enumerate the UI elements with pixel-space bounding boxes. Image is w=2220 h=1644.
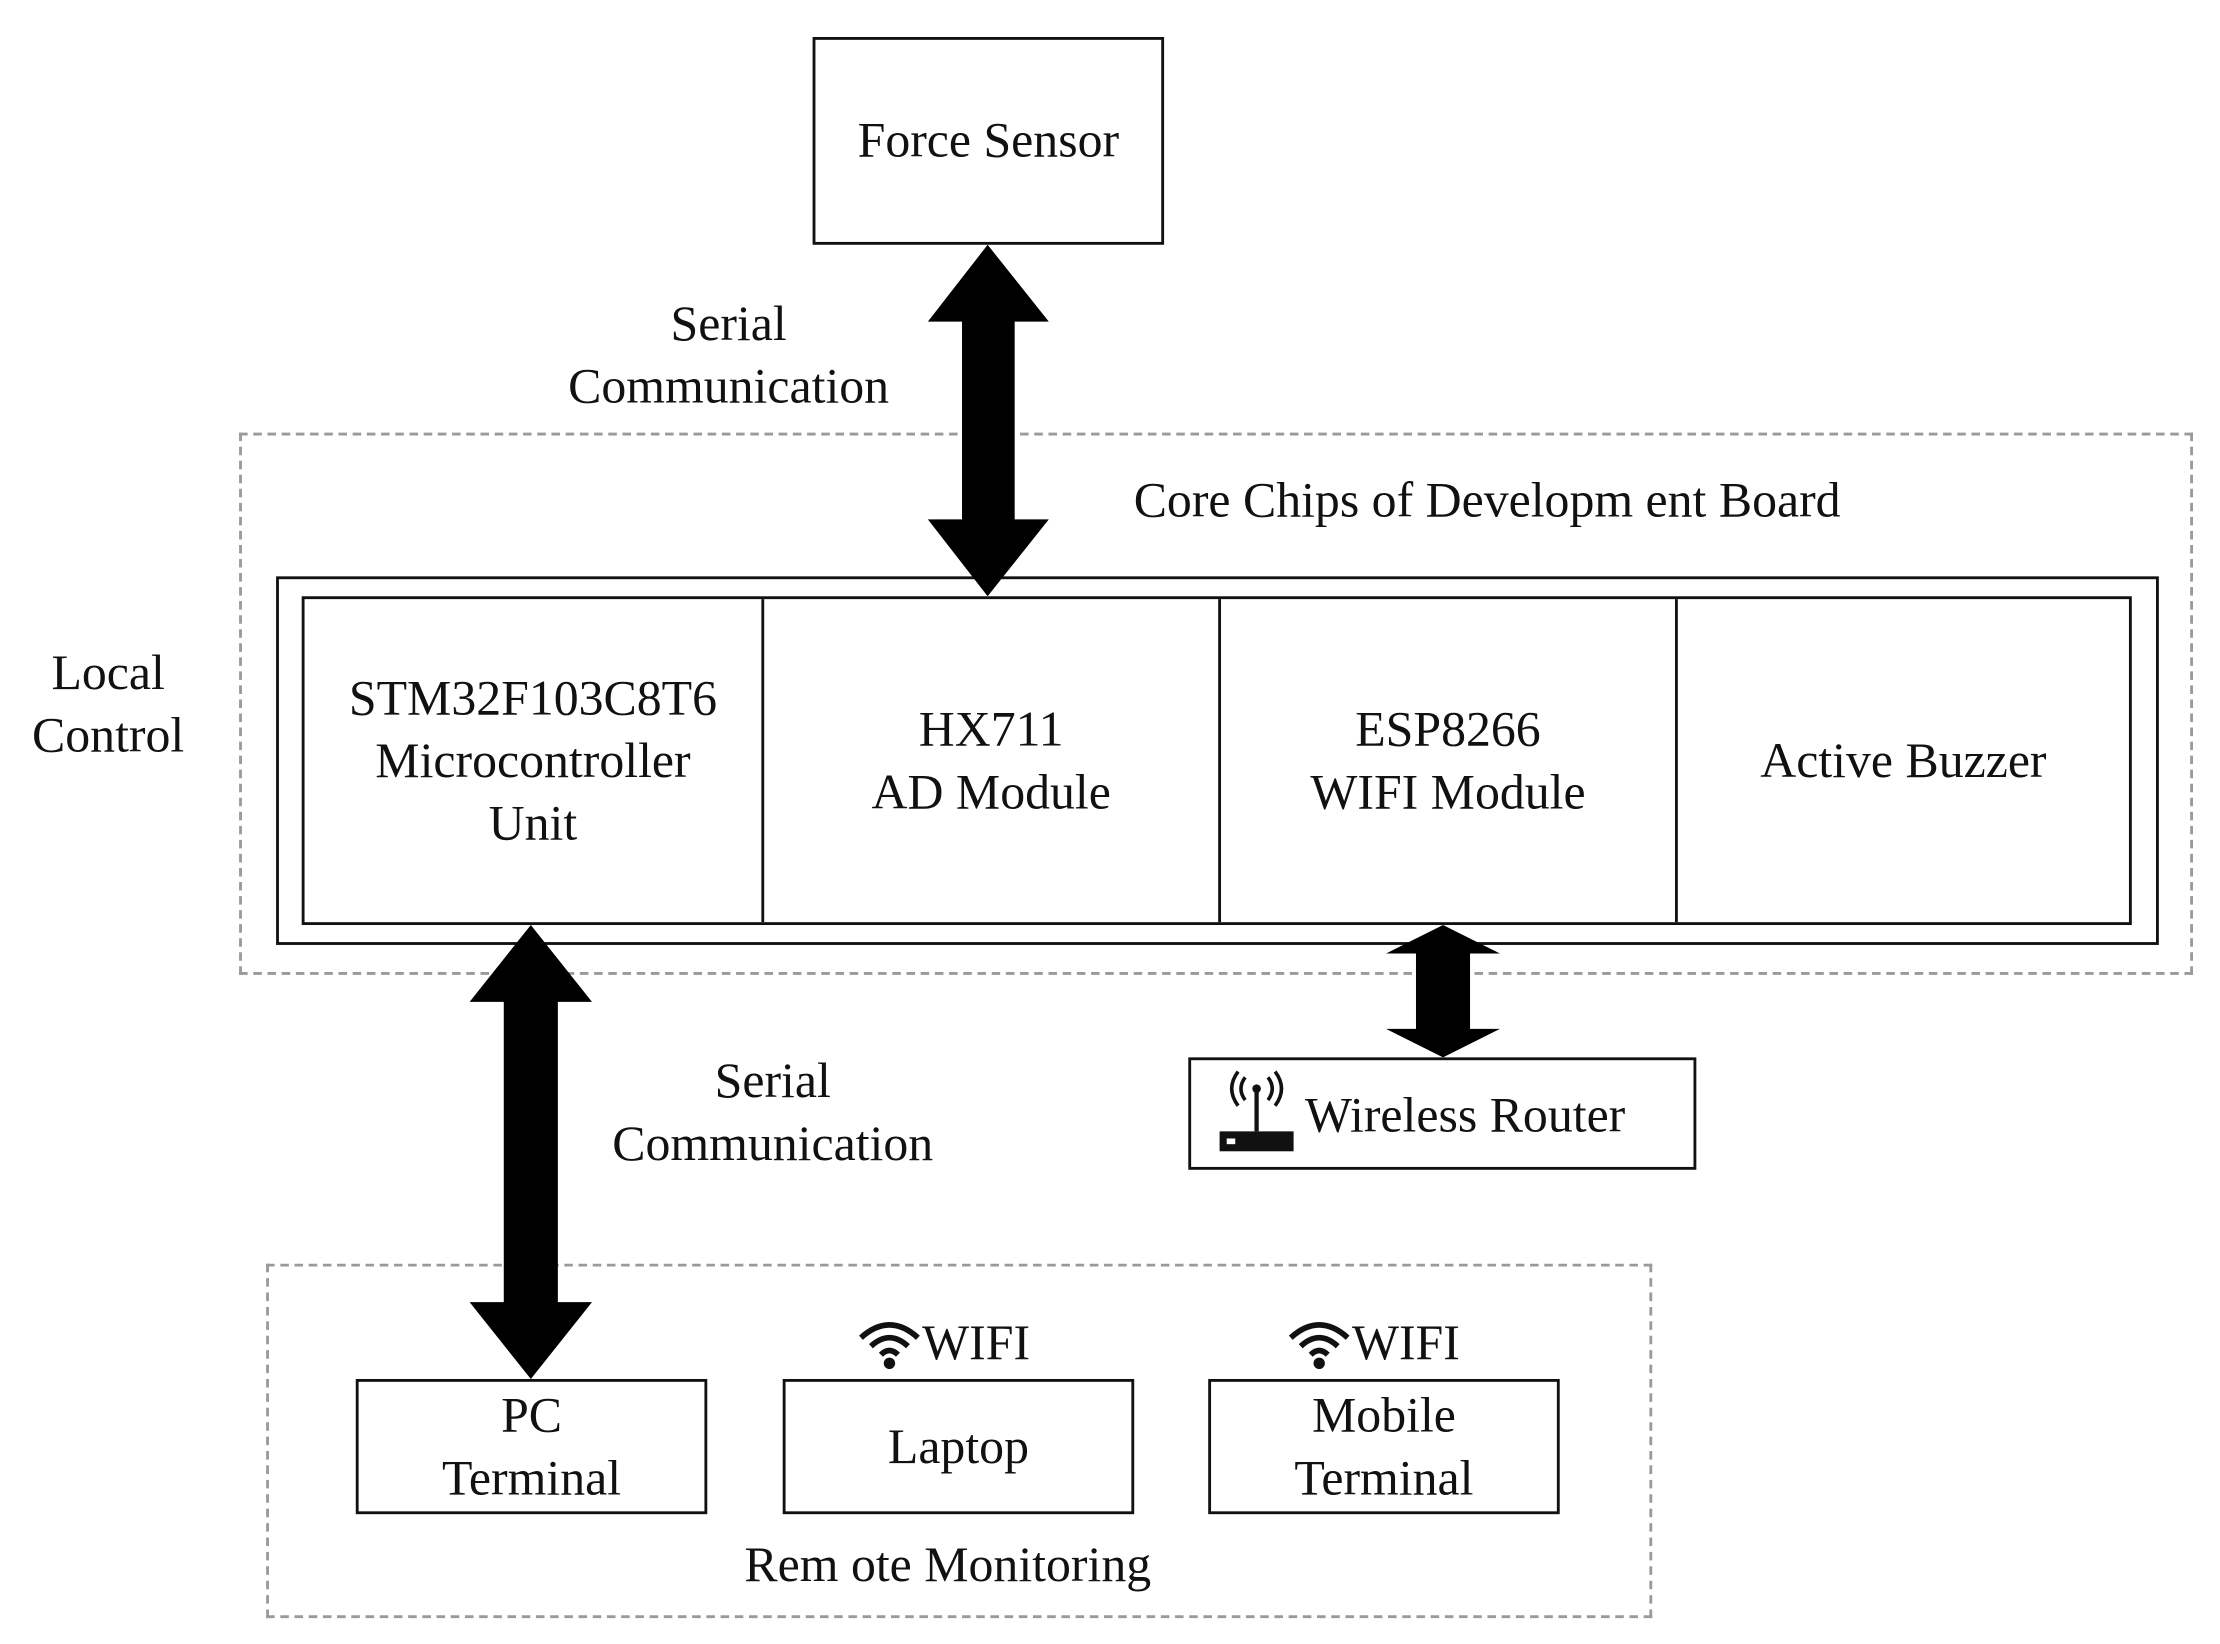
- remote-monitoring-label: Rem ote Monitoring: [744, 1536, 1152, 1593]
- serial-communication-top-label: Serial Communication: [568, 296, 890, 415]
- pc-terminal-box: PC Terminal: [355, 1378, 708, 1515]
- mobile-wifi-label: WIFI: [1351, 1314, 1460, 1371]
- force-sensor-double-arrow: [927, 244, 1049, 597]
- laptop-wifi-label: WIFI: [922, 1314, 1031, 1371]
- active-buzzer-cell: Active Buzzer: [1674, 599, 2129, 923]
- wifi-icon: [1288, 1322, 1350, 1370]
- local-control-label: Local Control: [32, 644, 185, 763]
- local-control-region: [239, 432, 2193, 975]
- remote-monitoring-region: [266, 1263, 1653, 1619]
- laptop-label: Laptop: [887, 1418, 1029, 1474]
- esp8266-module-label: ESP8266 WIFI Module: [1310, 700, 1586, 819]
- stm32-module-cell: STM32F103C8T6 Microcontroller Unit: [305, 599, 762, 922]
- development-board-modules: STM32F103C8T6 Microcontroller Unit HX711…: [301, 596, 2132, 926]
- laptop-box: Laptop: [782, 1378, 1135, 1515]
- force-sensor-box: Force Sensor: [812, 37, 1165, 245]
- serial-communication-bottom-label: Serial Communication: [612, 1053, 934, 1172]
- router-icon: [1219, 1070, 1294, 1152]
- mobile-terminal-box: Mobile Terminal: [1208, 1378, 1560, 1515]
- router-double-arrow: [1386, 925, 1500, 1058]
- wifi-icon: [859, 1322, 920, 1370]
- wireless-router-box: Wireless Router: [1188, 1057, 1697, 1170]
- stm32-module-label: STM32F103C8T6 Microcontroller Unit: [348, 669, 717, 851]
- esp8266-module-cell: ESP8266 WIFI Module: [1218, 599, 1675, 923]
- hx711-module-label: HX711 AD Module: [871, 700, 1111, 819]
- pc-terminal-label: PC Terminal: [441, 1386, 622, 1505]
- mobile-terminal-label: Mobile Terminal: [1294, 1386, 1474, 1505]
- wireless-router-label: Wireless Router: [1304, 1087, 1626, 1143]
- hx711-module-cell: HX711 AD Module: [761, 599, 1218, 923]
- force-sensor-label: Force Sensor: [857, 112, 1120, 168]
- active-buzzer-label: Active Buzzer: [1760, 732, 2047, 788]
- pc-serial-double-arrow: [469, 925, 593, 1379]
- core-chips-title: Core Chips of Developm ent Board: [1133, 472, 1841, 528]
